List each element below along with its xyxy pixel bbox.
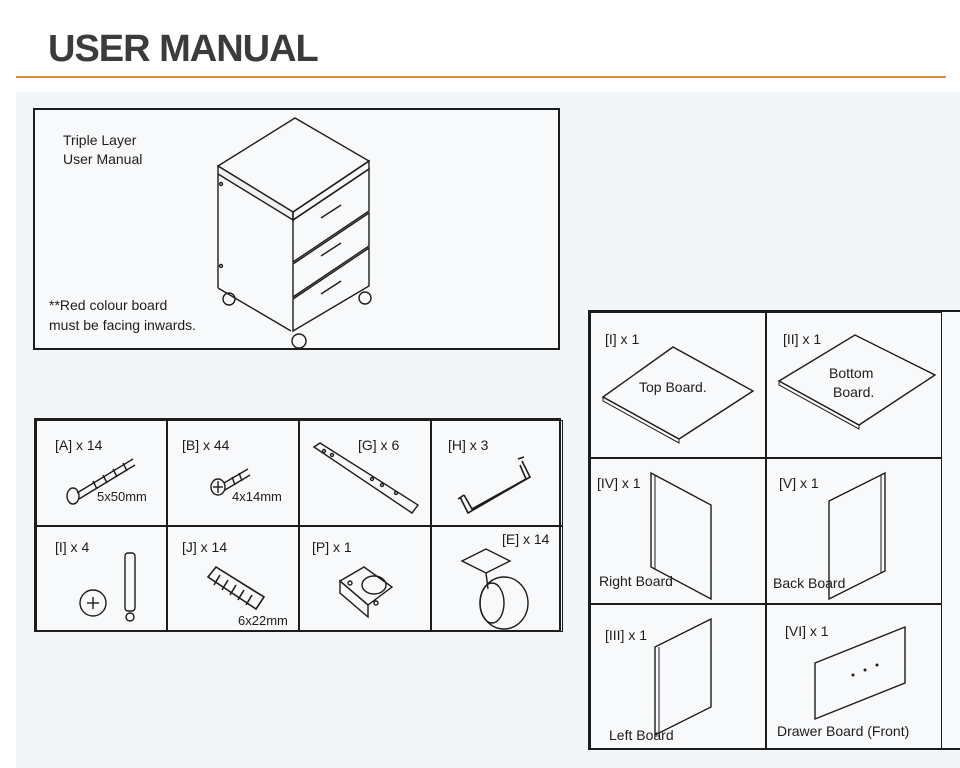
top-board-icon [601, 346, 755, 444]
left-board-icon [654, 617, 712, 737]
hardware-panel: [A] x 14 5x50mm [B] x 44 4x14mm [G] x 6 [34, 418, 563, 632]
board-label-left: [III] x 1 [605, 627, 648, 643]
board-cell-back: [V] x 1 Back Board [766, 458, 942, 604]
overview-panel: Triple Layer User Manual **Red colour bo… [33, 108, 560, 350]
hardware-cell-j: [J] x 14 6x22mm [167, 526, 299, 632]
board-name-bottom-line2: Board. [833, 384, 875, 400]
hardware-label-g: [G] x 6 [358, 437, 400, 453]
board-cell-left: [III] x 1 Left Board [590, 604, 766, 750]
hardware-size-j: 6x22mm [238, 613, 288, 628]
overview-note-line1: **Red colour board [49, 297, 168, 313]
board-name-top: Top Board. [639, 379, 707, 395]
right-board-icon [650, 471, 712, 601]
caster-wheel-icon [460, 548, 529, 630]
hardware-cell-b: [B] x 44 4x14mm [167, 420, 299, 526]
lock-icon [338, 566, 394, 619]
board-cell-top: [I] x 1 Top Board. [590, 312, 766, 458]
long-screw-icon [66, 458, 136, 505]
short-screw-icon [210, 468, 251, 496]
board-label-bottom: [II] x 1 [783, 331, 822, 347]
hardware-label-a: [A] x 14 [55, 437, 103, 453]
board-label-top: [I] x 1 [605, 331, 640, 347]
title-underline [16, 76, 946, 78]
board-name-drawer-front: Drawer Board (Front) [777, 723, 910, 739]
board-cell-bottom: [II] x 1 Bottom Board. [766, 312, 942, 458]
board-cell-drawer-front: [VI] x 1 Drawer Board (Front) [766, 604, 942, 750]
board-label-drawer-front: [VI] x 1 [785, 623, 829, 639]
back-board-icon [828, 471, 886, 601]
hardware-cell-p: [P] x 1 [299, 526, 431, 632]
hardware-size-b: 4x14mm [232, 489, 282, 504]
overview-note-line2: must be facing inwards. [49, 317, 197, 333]
board-name-right: Right Board [599, 573, 673, 589]
hardware-label-b: [B] x 44 [182, 437, 230, 453]
board-name-back: Back Board [773, 575, 846, 591]
page-title: USER MANUAL [48, 28, 319, 70]
hardware-cell-h: [H] x 3 [431, 420, 563, 526]
bottom-board-icon [777, 334, 937, 430]
hardware-label-p: [P] x 1 [312, 539, 352, 555]
hardware-cell-a: [A] x 14 5x50mm [36, 420, 167, 526]
hardware-cell-g: [G] x 6 [299, 420, 431, 526]
drawer-front-board-icon [814, 625, 906, 721]
hardware-label-h: [H] x 3 [448, 437, 489, 453]
hardware-size-a: 5x50mm [97, 489, 147, 504]
board-label-right: [IV] x 1 [597, 475, 641, 491]
hardware-cell-i: [I] x 4 [36, 526, 167, 632]
hardware-label-j: [J] x 14 [182, 539, 228, 555]
boards-panel: [I] x 1 Top Board. [II] x 1 Bottom Board… [588, 310, 960, 750]
dowel-icon [206, 565, 266, 611]
cam-lock-icon [79, 552, 136, 622]
handle-icon [457, 456, 532, 515]
cabinet-illustration [216, 117, 372, 349]
hardware-cell-e: [E] x 14 [431, 526, 563, 632]
hardware-label-e: [E] x 14 [502, 531, 550, 547]
hardware-label-i: [I] x 4 [55, 539, 90, 555]
board-name-left: Left Board [609, 727, 674, 743]
metal-bar-icon [312, 442, 420, 514]
board-label-back: [V] x 1 [779, 475, 819, 491]
overview-title-line2: User Manual [63, 151, 143, 167]
overview-title-line1: Triple Layer [63, 132, 137, 148]
board-name-bottom-line1: Bottom [829, 365, 874, 381]
board-cell-right: [IV] x 1 Right Board [590, 458, 766, 604]
